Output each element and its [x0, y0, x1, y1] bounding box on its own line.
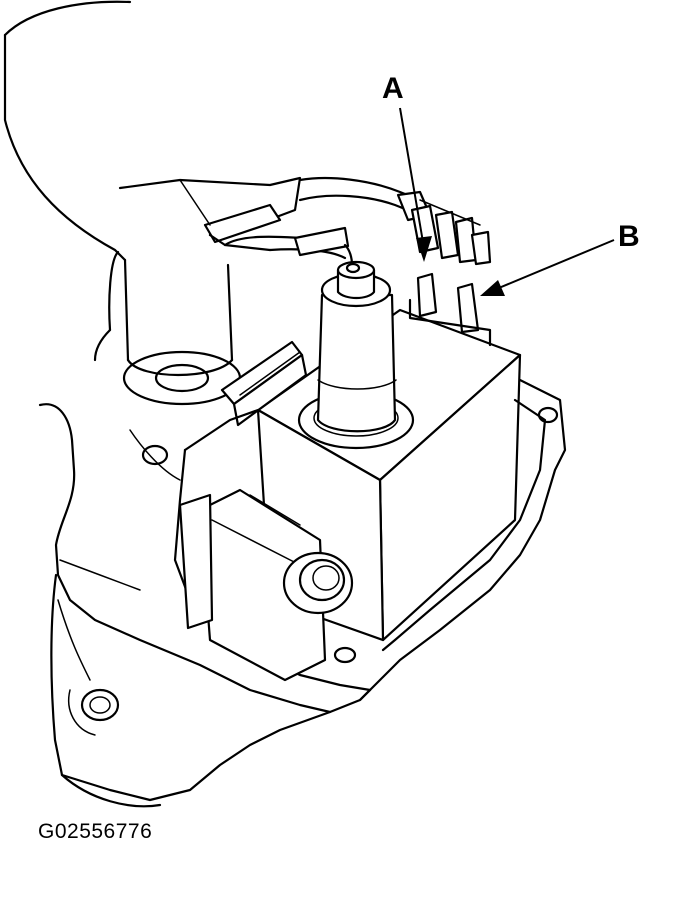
- wire-harness: [223, 176, 492, 267]
- distributor-shaft-housing: [3, 0, 302, 406]
- figure-id: G02556776: [38, 820, 153, 843]
- coil-connector-and-bolt: [178, 488, 354, 682]
- callout-label-a: A: [382, 72, 404, 105]
- ignition-coil: [220, 260, 522, 642]
- callout-label-b: B: [618, 220, 640, 253]
- callout-arrow-b: [480, 239, 615, 296]
- callout-arrow-a: [399, 107, 432, 262]
- distributor-housing: [38, 403, 372, 808]
